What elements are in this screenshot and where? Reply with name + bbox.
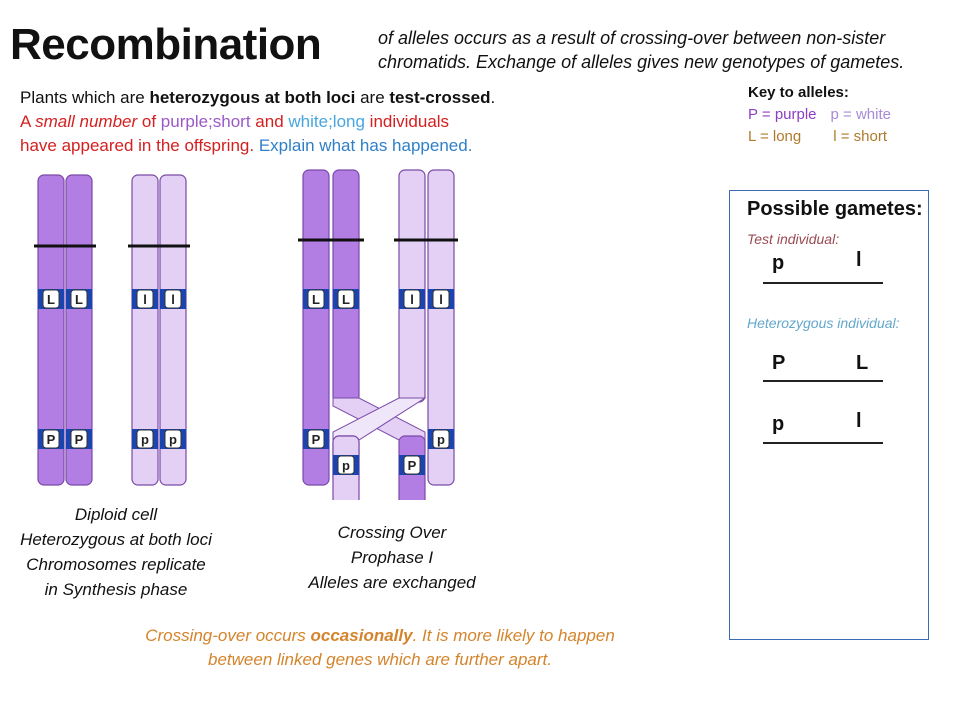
intro-text: A <box>20 112 36 131</box>
gamete-underline <box>763 442 883 444</box>
allele-box <box>164 429 182 449</box>
allele-label: P <box>75 432 84 447</box>
explain-prompt: Explain what has happened <box>254 136 468 155</box>
allele-box <box>70 429 88 449</box>
allele-box <box>432 429 450 449</box>
intro-text: are <box>355 88 390 107</box>
allele-box <box>337 289 355 309</box>
intro-text: and <box>250 112 289 131</box>
allele-label: L <box>47 292 55 307</box>
allele-label: P <box>408 458 417 473</box>
chromatid-purple <box>37 174 65 486</box>
intro-line-3: have appeared in the offspring. Explain … <box>20 134 580 158</box>
crossing-over-note: Crossing-over occurs occasionally. It is… <box>60 624 700 672</box>
chromatid-purple-upper <box>332 169 360 403</box>
allele-box <box>136 289 154 309</box>
note-text: Crossing-over occurs <box>145 626 311 645</box>
hetero-gamete-1-allele-2: L <box>856 352 869 374</box>
test-gamete-allele-1: p <box>772 252 785 274</box>
intro-italic: small number <box>35 112 138 131</box>
allele-label: l <box>143 292 147 307</box>
hetero-gamete-2-allele-1: p <box>772 413 785 435</box>
caption-line: Prophase I <box>350 548 434 567</box>
key-long: L = long <box>748 128 802 145</box>
chromatid-white <box>159 174 187 486</box>
recombination-definition: of alleles occurs as a result of crossin… <box>378 28 905 72</box>
intro-text: Plants which are <box>20 88 150 107</box>
intro-text: of <box>137 112 161 131</box>
hetero-gamete-1-allele-1: P <box>772 352 786 374</box>
caption-line: Alleles are exchanged <box>308 573 476 592</box>
intro-line-2: A small number of purple;short and white… <box>20 110 580 134</box>
question-text: Plants which are heterozygous at both lo… <box>20 86 580 158</box>
allele-label: L <box>75 292 83 307</box>
allele-box <box>136 429 154 449</box>
allele-label: p <box>169 432 177 447</box>
hetero-gamete-2-allele-2: l <box>856 410 862 432</box>
allele-label: p <box>141 432 149 447</box>
note-text: . It is more likely to happen <box>412 626 615 645</box>
gametes-box <box>729 190 929 640</box>
intro-line-1: Plants which are heterozygous at both lo… <box>20 86 580 110</box>
key-white: p = white <box>830 106 891 123</box>
chromatid-purple <box>302 169 330 486</box>
note-text: between linked genes which are further a… <box>208 650 552 669</box>
chromatid-white <box>427 169 455 486</box>
allele-label: L <box>342 292 350 307</box>
allele-label: P <box>312 432 321 447</box>
allele-label: l <box>439 292 443 307</box>
page-title: Recombination <box>10 20 322 69</box>
caption-diploid: Diploid cell Heterozygous at both loci C… <box>0 502 232 602</box>
gamete-underline <box>763 380 883 382</box>
intro-bold: test-crossed <box>389 88 491 107</box>
allele-box <box>403 455 421 475</box>
chromatid-white <box>131 174 159 486</box>
gametes-heading: Possible gametes: <box>747 198 923 220</box>
intro-bold: heterozygous at both loci <box>149 88 356 107</box>
allele-key: Key to alleles: P = purple p = white L = … <box>748 82 891 148</box>
allele-label: p <box>342 458 350 473</box>
key-short: l = short <box>833 128 888 145</box>
allele-label: p <box>437 432 445 447</box>
phenotype-purple-short: purple;short <box>160 112 251 131</box>
test-individual-label: Test individual: <box>747 231 840 247</box>
caption-line: Diploid cell <box>74 505 158 524</box>
allele-box <box>42 289 60 309</box>
caption-line: Heterozygous at both loci <box>20 530 212 549</box>
caption-line: Chromosomes replicate <box>26 555 206 574</box>
allele-label: l <box>410 292 414 307</box>
caption-line: in Synthesis phase <box>44 580 188 599</box>
caption-crossing-over: Crossing Over Prophase I Alleles are exc… <box>282 520 502 595</box>
gamete-underline <box>763 282 883 284</box>
phenotype-white-long: white;long <box>288 112 365 131</box>
allele-label: l <box>171 292 175 307</box>
allele-box <box>70 289 88 309</box>
note-bold: occasionally <box>310 626 413 645</box>
allele-box <box>432 289 450 309</box>
intro-text: have appeared in the offspring. <box>20 136 255 155</box>
allele-box <box>307 289 325 309</box>
key-heading: Key to alleles: <box>748 84 849 101</box>
intro-text: individuals <box>364 112 450 131</box>
allele-box <box>42 429 60 449</box>
intro-text: . <box>490 88 496 107</box>
test-gamete-allele-2: l <box>856 249 862 271</box>
allele-box <box>307 429 325 449</box>
caption-line: Crossing Over <box>337 523 447 542</box>
allele-box <box>164 289 182 309</box>
allele-label: P <box>47 432 56 447</box>
heterozygous-individual-label: Heterozygous individual: <box>747 315 900 331</box>
allele-box <box>337 455 355 475</box>
intro-text: . <box>467 136 473 155</box>
allele-box <box>403 289 421 309</box>
chromatid-white-upper <box>398 169 426 403</box>
chromatid-purple <box>65 174 93 486</box>
key-purple: P = purple <box>748 106 817 123</box>
allele-label: L <box>312 292 320 307</box>
